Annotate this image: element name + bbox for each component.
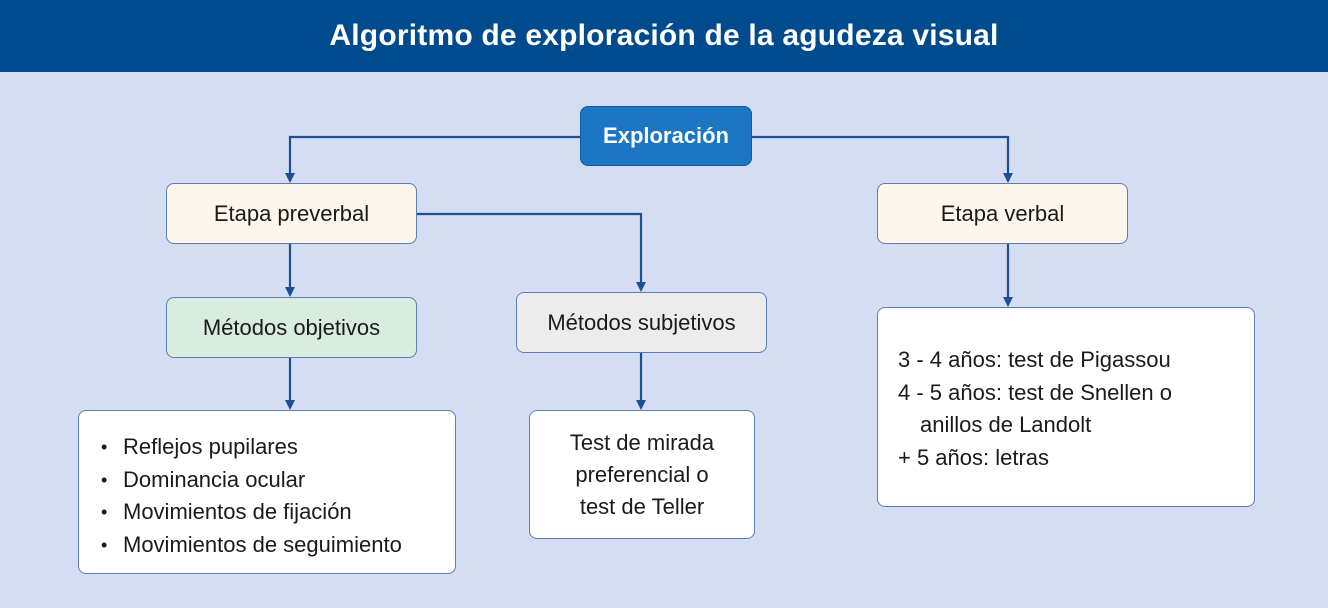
arrow-preverbal-to-subjetivos	[417, 212, 646, 292]
text-line: + 5 años: letras	[898, 444, 1050, 470]
text-line: test de Teller	[579, 493, 705, 519]
list-item: Movimientos de seguimiento	[101, 529, 455, 562]
node-test-teller: Test de mirada preferencial o test de Te…	[529, 410, 755, 539]
text-line: 3 - 4 años: test de Pigassou	[898, 347, 1171, 372]
node-metodos-objetivos: Métodos objetivos	[166, 297, 417, 358]
node-exploracion: Exploración	[580, 106, 752, 166]
list-item: Dominancia ocular	[101, 464, 455, 497]
text-line: preferencial o	[575, 461, 709, 487]
text-line: Test de mirada	[569, 429, 715, 455]
node-metodos-subjetivos: Métodos subjetivos	[516, 292, 767, 353]
node-etapa-verbal: Etapa verbal	[877, 183, 1128, 244]
node-verbal-tests: 3 - 4 años: test de Pigassou 4 - 5 años:…	[877, 307, 1255, 507]
node-etapa-preverbal: Etapa preverbal	[166, 183, 417, 244]
diagram-title: Algoritmo de exploración de la agudeza v…	[0, 0, 1328, 72]
arrow-root-to-verbal	[752, 135, 1013, 183]
node-objetivos-list: Reflejos pupilares Dominancia ocular Mov…	[78, 410, 456, 574]
list-item: Reflejos pupilares	[101, 431, 455, 464]
arrow-root-to-preverbal	[285, 135, 580, 183]
text-line: anillos de Landolt	[920, 412, 1092, 437]
text-line: 4 - 5 años: test de Snellen o	[898, 379, 1172, 405]
list-item: Movimientos de fijación	[101, 496, 455, 529]
